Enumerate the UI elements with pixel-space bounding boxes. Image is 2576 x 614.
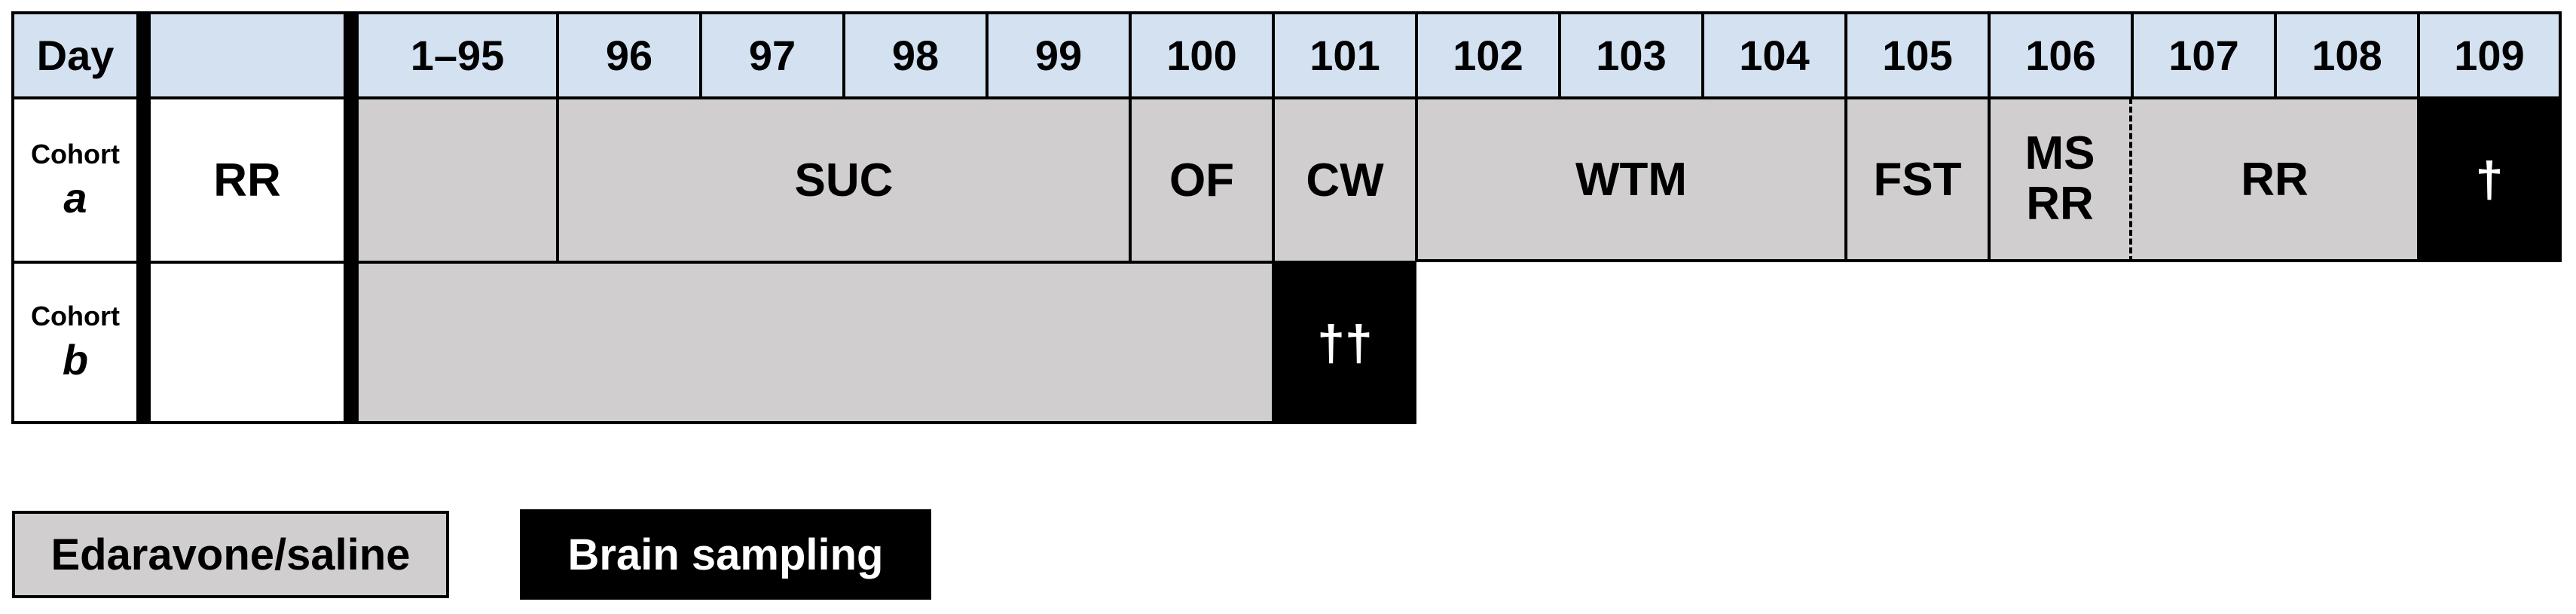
cohort-a-suc-cell: SUC (558, 98, 1130, 262)
cohort-a-wtm-cell: WTM (1416, 98, 1846, 262)
header-day-98: 98 (844, 11, 987, 98)
header-day-1-95: 1–95 (357, 11, 558, 98)
legend-brain-sampling: Brain sampling (520, 509, 931, 600)
header-day-96: 96 (558, 11, 701, 98)
header-day-97: 97 (701, 11, 844, 98)
header-day-107: 107 (2132, 11, 2275, 98)
cohort-a-label-letter: a (63, 173, 87, 221)
legend-brain-label: Brain sampling (567, 530, 884, 579)
double-dagger-icon: †† (1317, 314, 1373, 371)
cohort-a-label-word: Cohort (31, 138, 120, 170)
header-day-106: 106 (1989, 11, 2132, 98)
cohort-a-fst-cell: FST (1846, 98, 1989, 262)
cohort-a-pretreatment-cell (357, 98, 558, 262)
header-day-109: 109 (2419, 11, 2562, 98)
cohort-b-label: Cohort b (11, 262, 138, 424)
thick-divider-right (345, 11, 357, 424)
cohort-a-of-cell: OF (1130, 98, 1273, 262)
timeline-table: Day 1–95 96 97 98 99 100 101 102 103 104… (11, 11, 2562, 424)
cohort-a-rr-cell: RR (149, 98, 345, 262)
cohort-a-label: Cohort a (11, 98, 138, 262)
header-day-101: 101 (1273, 11, 1416, 98)
header-day-99: 99 (987, 11, 1130, 98)
cohort-b-treatment-cell (357, 262, 1273, 424)
dagger-icon: † (2475, 151, 2504, 207)
cohort-b-label-word: Cohort (31, 301, 120, 332)
header-blank-cell (149, 11, 345, 98)
header-day-label: Day (11, 11, 138, 98)
header-day-103: 103 (1560, 11, 1703, 98)
header-day-108: 108 (2275, 11, 2419, 98)
cohort-a-ms-rr-cell: MS RR (1989, 98, 2132, 262)
header-day-104: 104 (1703, 11, 1846, 98)
cohort-b-blank-cell (149, 262, 345, 424)
cohort-b-label-letter: b (62, 336, 89, 383)
legend-edaravone-label: Edaravone/saline (50, 530, 411, 579)
cohort-a-brain-sampling-cell: † (2419, 98, 2562, 262)
cohort-b-brain-sampling-cell: †† (1273, 262, 1416, 424)
header-day-100: 100 (1130, 11, 1273, 98)
header-day-102: 102 (1416, 11, 1560, 98)
cohort-a-cw-cell: CW (1273, 98, 1416, 262)
legend-edaravone-saline: Edaravone/saline (12, 511, 449, 598)
thick-divider-left (138, 11, 149, 424)
header-day-105: 105 (1846, 11, 1989, 98)
cohort-a-rr2-cell: RR (2132, 98, 2419, 262)
